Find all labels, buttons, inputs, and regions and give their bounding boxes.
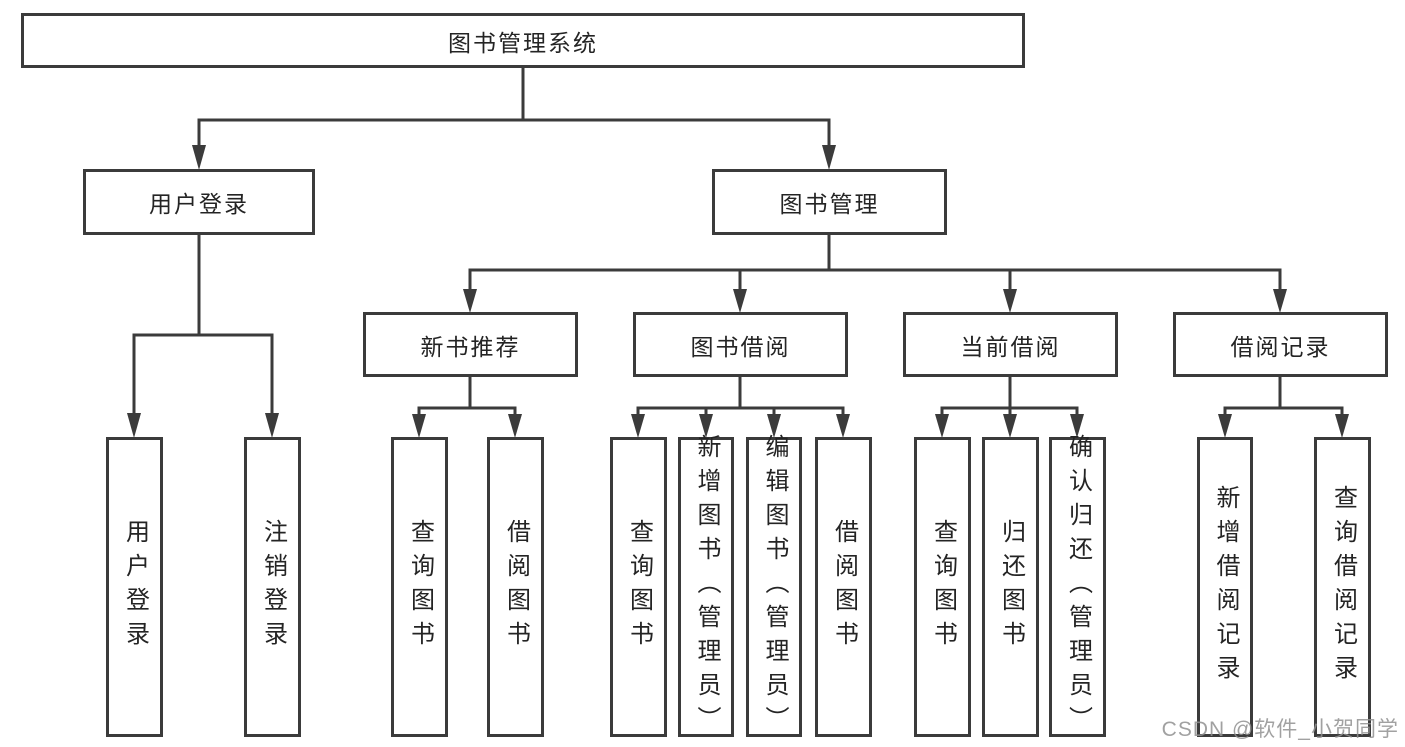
node-label: 注销登录 [259, 519, 287, 655]
arrowhead-icon [412, 414, 426, 438]
arrowhead-icon [767, 414, 781, 438]
leaf-confirm-return-admin: 确认归还（管理员） [1049, 434, 1106, 740]
node-label: 查询图书 [929, 519, 957, 655]
arrowhead-icon [1273, 289, 1287, 313]
node-label: 借阅图书 [830, 519, 858, 655]
node-label: 查询图书 [625, 519, 653, 655]
csdn-watermark: CSDN @软件_小贺同学 [1161, 718, 1399, 741]
leaf-query-borrow-record: 查询借阅记录 [1314, 437, 1371, 737]
arrowhead-icons [127, 145, 1349, 438]
node-label: 图书管理系统 [448, 29, 598, 56]
node-library-system: 图书管理系统 [21, 13, 1025, 68]
leaf-return-books: 归还图书 [982, 437, 1039, 737]
node-label: 用户登录 [121, 519, 149, 655]
node-label: 归还图书 [997, 519, 1025, 655]
arrowhead-icon [822, 145, 836, 170]
node-label: 借阅记录 [1230, 333, 1331, 360]
leaf-edit-books-admin: 编辑图书（管理员） [746, 434, 802, 740]
arrowhead-icon [733, 289, 747, 313]
node-label: 查询借阅记录 [1329, 485, 1357, 689]
arrowhead-icon [1003, 414, 1017, 438]
node-label: 确认归还（管理员） [1064, 434, 1092, 740]
arrowhead-icon [1003, 289, 1017, 313]
leaf-query-books: 查询图书 [610, 437, 667, 737]
node-user-login: 用户登录 [83, 169, 315, 235]
node-label: 新书推荐 [420, 333, 521, 360]
arrowhead-icon [127, 413, 141, 438]
arrowhead-icon [699, 414, 713, 438]
leaf-query-books: 查询图书 [391, 437, 448, 737]
node-label: 查询图书 [406, 519, 434, 655]
arrowhead-icon [508, 414, 522, 438]
arrowhead-icon [265, 413, 279, 438]
node-label: 用户登录 [149, 191, 249, 217]
node-label: 借阅图书 [502, 519, 530, 655]
node-label: 图书管理 [779, 191, 880, 217]
node-label: 新增图书（管理员） [693, 434, 720, 740]
arrowhead-icon [1070, 414, 1084, 438]
node-book-borrowing: 图书借阅 [633, 312, 848, 377]
arrowhead-icon [192, 145, 206, 170]
arrowhead-icon [836, 414, 850, 438]
node-book-management: 图书管理 [712, 169, 947, 235]
leaf-add-books-admin: 新增图书（管理员） [678, 434, 734, 740]
node-borrow-records: 借阅记录 [1173, 312, 1388, 377]
arrowhead-icon [631, 414, 645, 438]
arrowhead-icon [1218, 414, 1232, 438]
arrowhead-icon [463, 289, 477, 313]
arrowhead-icon [935, 414, 949, 438]
node-new-book-recommend: 新书推荐 [363, 312, 578, 377]
leaf-add-borrow-record: 新增借阅记录 [1197, 437, 1253, 737]
leaf-query-books: 查询图书 [914, 437, 971, 737]
node-current-borrowing: 当前借阅 [903, 312, 1118, 377]
leaf-logout: 注销登录 [244, 437, 301, 737]
node-label: 新增借阅记录 [1212, 485, 1239, 689]
node-label: 当前借阅 [960, 333, 1061, 360]
node-label: 编辑图书（管理员） [761, 434, 788, 740]
leaf-borrow-books: 借阅图书 [815, 437, 872, 737]
node-label: 图书借阅 [690, 333, 791, 360]
arrowhead-icon [1335, 414, 1349, 438]
leaf-user-login: 用户登录 [106, 437, 163, 737]
leaf-borrow-books: 借阅图书 [487, 437, 544, 737]
tree-edges [132, 68, 1344, 416]
